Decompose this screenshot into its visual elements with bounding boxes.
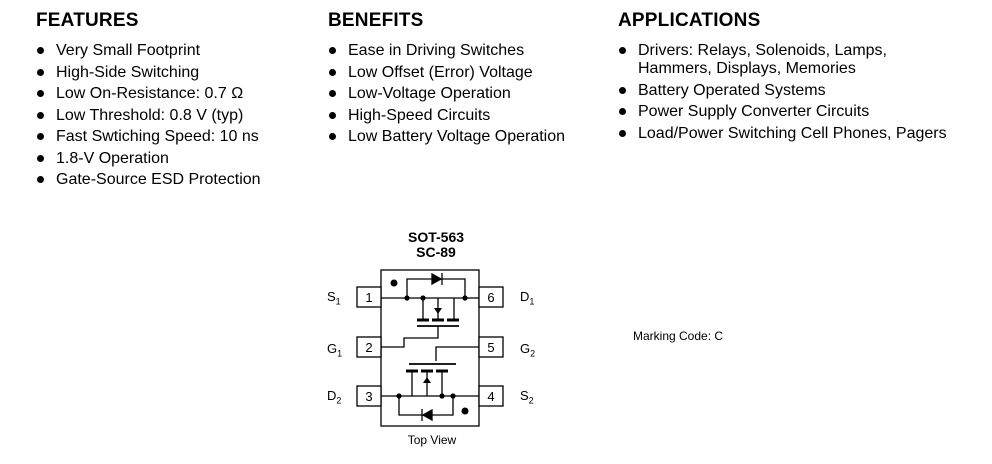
q1-diode-icon	[431, 272, 443, 286]
pin-number-1: 1	[365, 290, 372, 305]
pin-label-g1: G1	[327, 341, 343, 359]
package-body	[380, 269, 480, 427]
features-list: Very Small Footprint High-Side Switching…	[36, 42, 261, 189]
list-item-line: Hammers, Displays, Memories	[638, 60, 856, 77]
benefits-title: BENEFITS	[328, 10, 424, 31]
list-item: Low Threshold: 0.8 V (typ)	[36, 107, 261, 125]
list-item: Very Small Footprint	[36, 42, 261, 60]
marking-code: Marking Code: C	[633, 329, 724, 343]
pin-label-s2: S2	[520, 388, 534, 406]
list-item-line: Load/Power Switching Cell Phones, Pagers	[638, 124, 947, 142]
pin-label-d1: D1	[520, 289, 535, 307]
q2-diode-icon	[421, 408, 433, 422]
pin-number-5: 5	[487, 340, 494, 355]
list-item: 1.8-V Operation	[36, 150, 261, 168]
pin-label-s1: S1	[327, 289, 341, 307]
list-item-line: Drivers: Relays, Solenoids, Lamps,	[638, 42, 887, 59]
pin-label-d2: D2	[327, 388, 342, 406]
pin-number-2: 2	[365, 340, 372, 355]
pin-number-6: 6	[487, 290, 494, 305]
package-alt-name: SC-89	[416, 244, 456, 260]
list-item: High-Side Switching	[36, 64, 261, 82]
pin-number-3: 3	[365, 389, 372, 404]
applications-title: APPLICATIONS	[618, 10, 761, 31]
benefits-section: BENEFITS Ease in Driving Switches Low Of…	[328, 10, 565, 150]
features-title: FEATURES	[36, 10, 139, 31]
list-item: Low On-Resistance: 0.7 Ω	[36, 85, 261, 103]
list-item: Gate-Source ESD Protection	[36, 171, 261, 189]
list-item: Low Battery Voltage Operation	[328, 128, 565, 146]
list-item-line: Power Supply Converter Circuits	[638, 103, 870, 120]
list-item-line: Battery Operated Systems	[638, 81, 826, 99]
list-item: High-Speed Circuits	[328, 107, 565, 125]
list-item: Battery Operated Systems	[618, 82, 947, 100]
applications-list: Drivers: Relays, Solenoids, Lamps, Hamme…	[618, 42, 947, 143]
applications-section: APPLICATIONS Drivers: Relays, Solenoids,…	[618, 10, 947, 146]
package-schematic: 1 2 3 6 5 4	[356, 269, 504, 427]
pin-number-4: 4	[487, 389, 494, 404]
q1-arrow-icon	[434, 308, 442, 314]
benefits-list: Ease in Driving Switches Low Offset (Err…	[328, 42, 565, 146]
pin-box-1	[356, 286, 382, 308]
list-item: Ease in Driving Switches	[328, 42, 565, 60]
features-section: FEATURES Very Small Footprint High-Side …	[36, 10, 261, 193]
list-item: Low-Voltage Operation	[328, 85, 565, 103]
pin-label-g2: G2	[520, 341, 536, 359]
q2-arrow-icon	[423, 377, 431, 383]
list-item: Low Offset (Error) Voltage	[328, 64, 565, 82]
q1-gate-wire	[381, 326, 439, 348]
q2-diode-wire	[398, 396, 454, 416]
pin1-marker-dot	[390, 279, 398, 287]
list-item: Power Supply Converter Circuits	[618, 103, 947, 121]
q2-gate-wire	[435, 346, 479, 361]
package-name: SOT-563	[407, 229, 465, 245]
list-item: Drivers: Relays, Solenoids, Lamps, Hamme…	[618, 42, 947, 78]
pin-box-6	[478, 286, 504, 308]
list-item: Fast Swtiching Speed: 10 ns	[36, 128, 261, 146]
view-label: Top View	[407, 433, 457, 447]
orientation-marker-dot	[461, 407, 469, 415]
list-item: Load/Power Switching Cell Phones, Pagers	[618, 125, 947, 143]
